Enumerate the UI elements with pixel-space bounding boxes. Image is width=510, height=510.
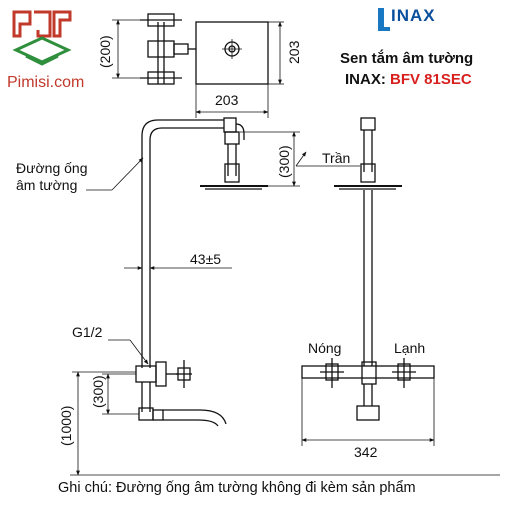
inax-logo-icon xyxy=(378,8,384,30)
dim-ceiling-drop: (300) xyxy=(276,145,292,178)
inax-logo-text: INAX xyxy=(391,6,436,25)
label-ceiling: Trần xyxy=(322,150,351,166)
site-name: Pimisi.com xyxy=(7,74,85,91)
dim-plate-width: 203 xyxy=(215,92,239,108)
model-prefix: INAX: xyxy=(345,71,386,88)
dim-plate-height: 203 xyxy=(286,40,302,64)
shower-column-front xyxy=(301,117,435,421)
pimisi-logo-icon xyxy=(12,10,72,66)
label-cold: Lạnh xyxy=(394,340,426,356)
dim-floor-height: (1000) xyxy=(58,405,74,446)
product-title: Sen tắm âm tường xyxy=(340,50,474,67)
shower-column-side xyxy=(135,117,268,427)
product-model-line: INAX: BFV 81SEC xyxy=(345,71,472,88)
inax-logo-foot xyxy=(378,27,390,31)
model-code: BFV 81SEC xyxy=(390,71,472,88)
valve-top-view xyxy=(140,13,196,85)
dim-offset: 43±5 xyxy=(190,251,222,267)
label-hidden-pipe: Đường ống âm tường xyxy=(16,160,88,193)
label-hot: Nóng xyxy=(308,340,342,356)
dim-valve-height: (300) xyxy=(90,375,106,408)
footnote: Ghi chú: Đường ống âm tường không đi kèm… xyxy=(58,480,416,496)
label-thread: G1/2 xyxy=(72,324,103,340)
dim-top-height: (200) xyxy=(97,35,113,68)
dim-bar-width: 342 xyxy=(354,444,378,460)
cover-plate xyxy=(195,21,269,85)
